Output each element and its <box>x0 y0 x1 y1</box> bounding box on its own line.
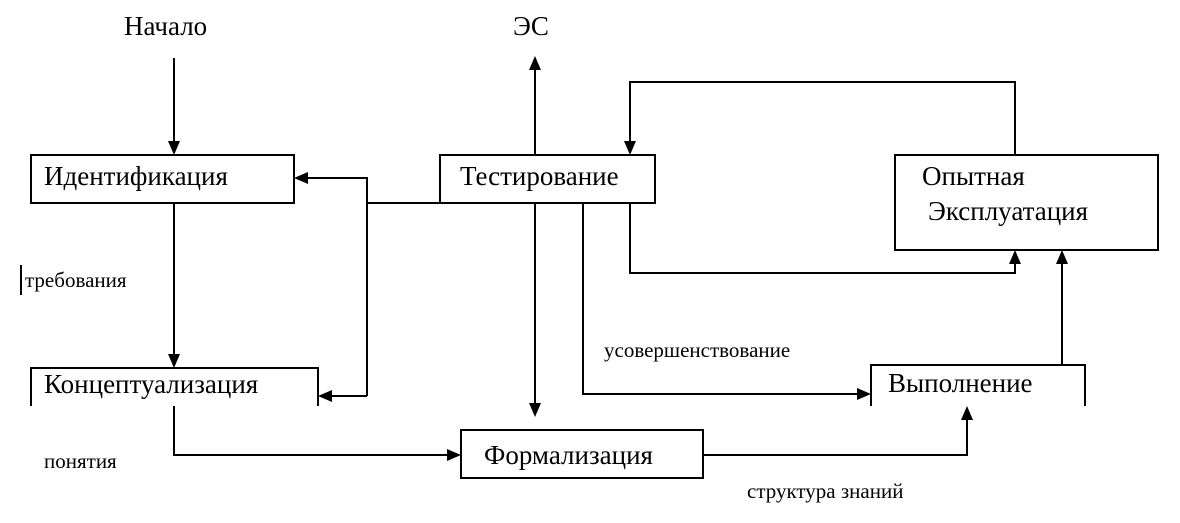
arrowhead-execution-bottom <box>961 406 973 420</box>
arrowhead-es <box>529 56 541 70</box>
arrowhead-trial-bottom-left <box>1009 250 1021 264</box>
box-execution: Выполнение <box>870 364 1086 406</box>
box-testing: Тестирование <box>439 154 656 204</box>
label-improvement: усовершенствование <box>604 338 790 362</box>
label-es: ЭС <box>513 11 549 41</box>
arrow-conceptualization-to-formalization <box>173 406 448 456</box>
arrow-testing-to-trial <box>629 203 1016 274</box>
arrowhead-formalization-left <box>447 449 461 461</box>
arrow-trial-to-testing <box>629 81 1016 155</box>
box-conceptualization-label: Концептуализация <box>44 369 258 399</box>
box-identification-label: Идентификация <box>44 161 228 191</box>
arrow-testing-to-execution <box>582 203 857 395</box>
label-knowledge-structure: структура знаний <box>747 479 903 503</box>
box-formalization-label: Формализация <box>484 440 653 470</box>
box-testing-label: Тестирование <box>460 161 619 191</box>
arrowhead-identification-right <box>294 172 308 184</box>
arrowhead-identification-top <box>168 141 180 155</box>
box-trial-label-line2: Эксплуатация <box>928 196 1088 226</box>
arrow-testing-to-identification <box>308 177 368 396</box>
box-identification: Идентификация <box>30 154 295 204</box>
arrowhead-conceptualization-right <box>318 390 332 402</box>
label-start: Начало <box>124 11 207 41</box>
box-execution-label: Выполнение <box>888 368 1033 398</box>
label-requirements: требования <box>25 268 127 292</box>
arrowhead-execution-left <box>857 388 871 400</box>
box-formalization: Формализация <box>460 429 704 479</box>
box-trial-operation: Опытная Эксплуатация <box>894 154 1159 251</box>
box-trial-label-line1: Опытная <box>922 161 1025 191</box>
arrow-formalization-to-execution <box>703 420 968 456</box>
arrowhead-trial-bottom-right <box>1056 250 1068 264</box>
arrowhead-formalization-top <box>529 403 541 417</box>
label-concepts: понятия <box>44 449 117 473</box>
arrowhead-conceptualization-top <box>168 354 180 368</box>
arrowhead-testing-top <box>624 141 636 155</box>
box-conceptualization: Концептуализация <box>30 367 319 406</box>
